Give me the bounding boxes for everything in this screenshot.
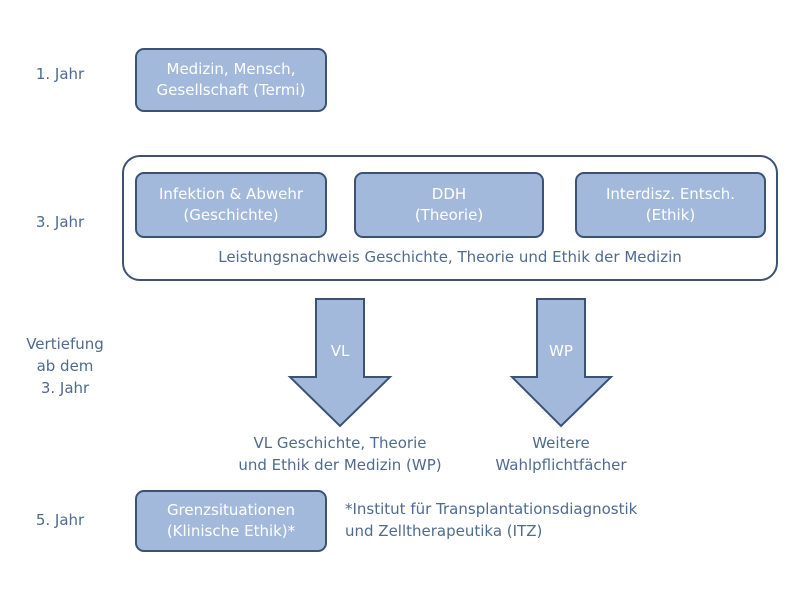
year-5-label: 5. Jahr xyxy=(35,511,85,529)
footnote: *Institut für Transplantationsdiagnostik… xyxy=(345,498,765,542)
outcome-wp: Weitere Wahlpflichtfächer xyxy=(481,432,641,476)
arrow-wp-label: WP xyxy=(549,342,573,360)
box-medizin-mensch-gesellschaft: Medizin, Mensch, Gesellschaft (Termi) xyxy=(135,48,327,112)
box-infektion-abwehr: Infektion & Abwehr (Geschichte) xyxy=(135,172,327,238)
footnote-line-1: *Institut für Transplantationsdiagnostik xyxy=(345,500,638,518)
year-3-label: 3. Jahr xyxy=(35,213,85,231)
footnote-line-2: und Zelltherapeutika (ITZ) xyxy=(345,522,543,540)
container-caption: Leistungsnachweis Geschichte, Theorie un… xyxy=(218,248,682,266)
box-ddh: DDH (Theorie) xyxy=(354,172,544,238)
arrow-vl xyxy=(287,298,393,428)
vertiefung-line-3: 3. Jahr xyxy=(40,379,90,397)
outcome-wp-line-2: Wahlpflichtfächer xyxy=(495,456,627,474)
vertiefung-label: Vertiefung ab dem 3. Jahr xyxy=(10,333,120,399)
box-medizin-line-1: Medizin, Mensch, xyxy=(166,60,296,78)
outcome-vl: VL Geschichte, Theorie und Ethik der Med… xyxy=(220,432,460,476)
box-grenz-line-2: (Klinische Ethik)* xyxy=(166,522,296,540)
outcome-vl-line-1: VL Geschichte, Theorie xyxy=(253,434,427,452)
outcome-wp-line-1: Weitere xyxy=(532,434,590,452)
box-interdisz-line-1: Interdisz. Entsch. xyxy=(605,185,736,203)
arrow-wp xyxy=(509,298,614,428)
box-infektion-line-2: (Geschichte) xyxy=(183,206,279,224)
box-ddh-line-1: DDH xyxy=(431,185,467,203)
year-1-label: 1. Jahr xyxy=(35,65,85,83)
box-grenz-line-1: Grenzsituationen xyxy=(166,501,296,519)
box-grenzsituationen: Grenzsituationen (Klinische Ethik)* xyxy=(135,490,327,552)
box-ddh-line-2: (Theorie) xyxy=(414,206,484,224)
box-interdisz-line-2: (Ethik) xyxy=(645,206,696,224)
box-infektion-line-1: Infektion & Abwehr xyxy=(158,185,304,203)
box-interdisz-entsch: Interdisz. Entsch. (Ethik) xyxy=(575,172,766,238)
vertiefung-line-1: Vertiefung xyxy=(26,335,104,353)
outcome-vl-line-2: und Ethik der Medizin (WP) xyxy=(238,456,442,474)
box-medizin-line-2: Gesellschaft (Termi) xyxy=(156,81,306,99)
vertiefung-line-2: ab dem xyxy=(36,357,94,375)
arrow-vl-label: VL xyxy=(330,342,350,360)
